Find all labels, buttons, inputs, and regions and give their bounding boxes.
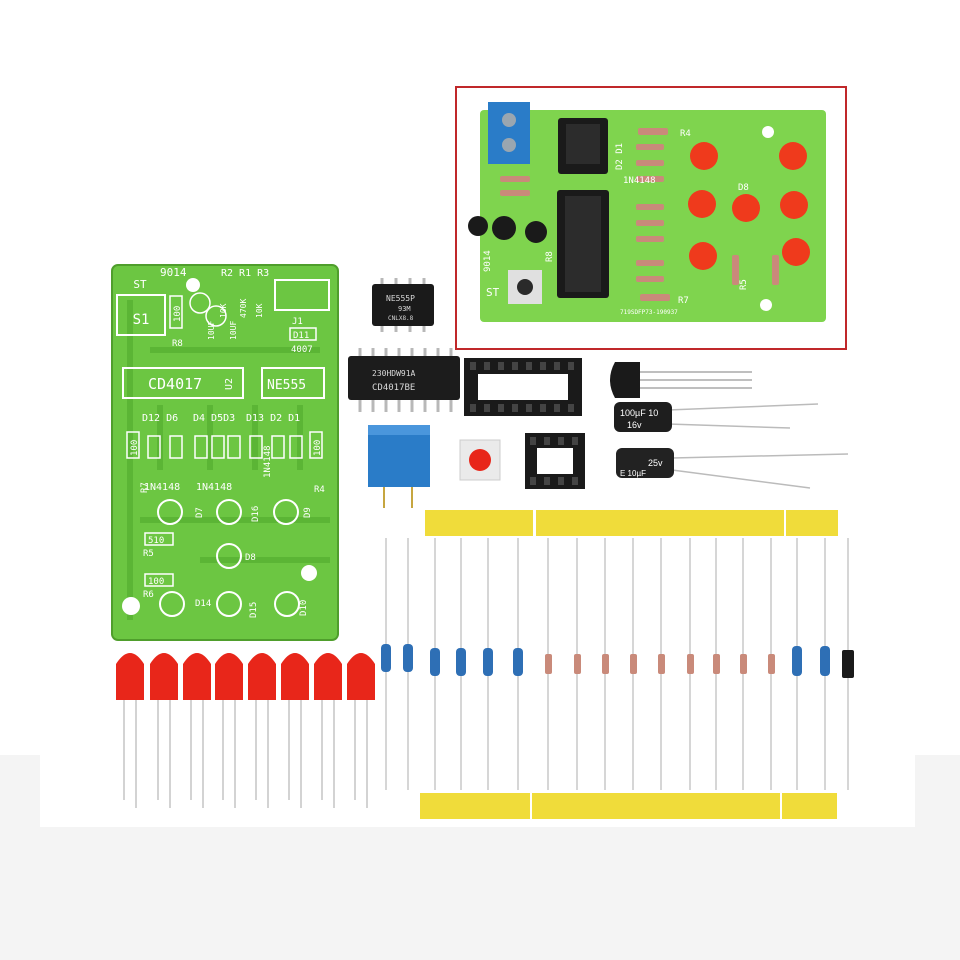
- svg-text:R5: R5: [143, 549, 154, 559]
- svg-text:R7: R7: [678, 296, 689, 306]
- svg-text:25v: 25v: [648, 458, 663, 468]
- svg-text:100µF 10: 100µF 10: [620, 408, 658, 418]
- ic-socket-8: [525, 433, 585, 489]
- ic-u1-label: NE555: [267, 378, 306, 393]
- highlight-box: [455, 86, 847, 350]
- svg-text:100: 100: [130, 440, 140, 456]
- svg-text:D16: D16: [251, 506, 261, 522]
- svg-text:R5: R5: [739, 279, 749, 290]
- svg-text:D13 D2 D1: D13 D2 D1: [246, 413, 300, 424]
- svg-text:D15: D15: [249, 602, 259, 618]
- switch-label: ST: [133, 278, 147, 291]
- svg-text:R8: R8: [545, 251, 555, 262]
- svg-text:719SDFP73-190937: 719SDFP73-190937: [620, 309, 678, 316]
- svg-text:10UF: 10UF: [229, 321, 238, 340]
- svg-text:CNLX8.8: CNLX8.8: [388, 315, 414, 322]
- mount-hole: [186, 278, 200, 292]
- svg-text:1N4148: 1N4148: [263, 445, 273, 478]
- ic-socket-16: [464, 358, 582, 416]
- svg-text:R4: R4: [314, 485, 325, 495]
- svg-text:470K: 470K: [239, 299, 248, 318]
- tape-strips: [420, 510, 838, 819]
- svg-text:CD4017BE: CD4017BE: [372, 383, 415, 393]
- j1-label: J1: [292, 317, 303, 327]
- svg-text:100: 100: [148, 577, 164, 587]
- resistors: [381, 644, 830, 676]
- svg-text:4007: 4007: [291, 345, 313, 355]
- svg-text:510: 510: [148, 536, 164, 546]
- svg-text:R7: R7: [140, 482, 150, 493]
- svg-text:93M: 93M: [398, 305, 411, 313]
- switch-ref: S1: [133, 312, 150, 328]
- mount-hole: [122, 597, 140, 615]
- svg-text:16v: 16v: [627, 420, 642, 430]
- svg-text:10K: 10K: [255, 303, 264, 318]
- svg-text:D11: D11: [293, 331, 309, 341]
- svg-text:NE555P: NE555P: [386, 294, 415, 303]
- transistor-9014: [610, 362, 752, 398]
- component-leads: [385, 538, 849, 790]
- svg-text:1N4148: 1N4148: [144, 482, 180, 493]
- bare-pcb: ST S1 9014 R2 R1 R3 100 R8 10UF 10UF 10K…: [111, 264, 339, 641]
- svg-text:U2: U2: [224, 378, 235, 390]
- led-group: [116, 653, 375, 808]
- assembled-board: ST 9014 R8 R4 D2 D1 1N4148 D8 R5 R7 719S…: [468, 102, 826, 322]
- mount-hole: [301, 565, 317, 581]
- svg-text:1N4148: 1N4148: [623, 176, 656, 186]
- svg-text:230HDW91A: 230HDW91A: [372, 369, 416, 378]
- svg-text:D9: D9: [303, 507, 313, 518]
- signal-diodes: [545, 654, 775, 674]
- ne555-chip: NE555P 93M CNLX8.8: [372, 278, 434, 332]
- svg-text:E 10µF: E 10µF: [620, 469, 646, 478]
- svg-text:R4: R4: [680, 129, 691, 139]
- ic-u2-label: CD4017: [148, 375, 202, 393]
- svg-text:D8: D8: [738, 183, 749, 193]
- svg-text:D4 D5D3: D4 D5D3: [193, 413, 235, 424]
- svg-text:D14: D14: [195, 599, 211, 609]
- svg-text:D12 D6: D12 D6: [142, 413, 178, 424]
- r8-label: R8: [172, 339, 183, 349]
- svg-text:D7: D7: [195, 507, 205, 518]
- capacitor-100uf: 100µF 10 16v: [614, 402, 819, 432]
- cd4017-chip: 230HDW91A CD4017BE: [348, 348, 460, 412]
- terminal-block: [368, 425, 430, 508]
- svg-text:R6: R6: [143, 590, 154, 600]
- svg-text:10K: 10K: [219, 303, 228, 318]
- svg-text:1N4148: 1N4148: [196, 482, 232, 493]
- svg-text:100: 100: [313, 440, 323, 456]
- rectifier-diode: [842, 650, 854, 678]
- svg-text:10UF: 10UF: [207, 321, 216, 340]
- svg-text:D2 D1: D2 D1: [615, 143, 625, 170]
- transistor-label: 9014: [160, 266, 187, 279]
- capacitor-10uf: 25v E 10µF: [616, 448, 849, 489]
- svg-text:9014: 9014: [483, 250, 493, 272]
- push-button: [459, 439, 501, 481]
- svg-text:100: 100: [173, 306, 183, 322]
- svg-text:D10: D10: [299, 600, 309, 616]
- resistor-refs: R2 R1 R3: [221, 268, 269, 279]
- svg-text:ST: ST: [486, 286, 500, 299]
- svg-text:D8: D8: [245, 553, 256, 563]
